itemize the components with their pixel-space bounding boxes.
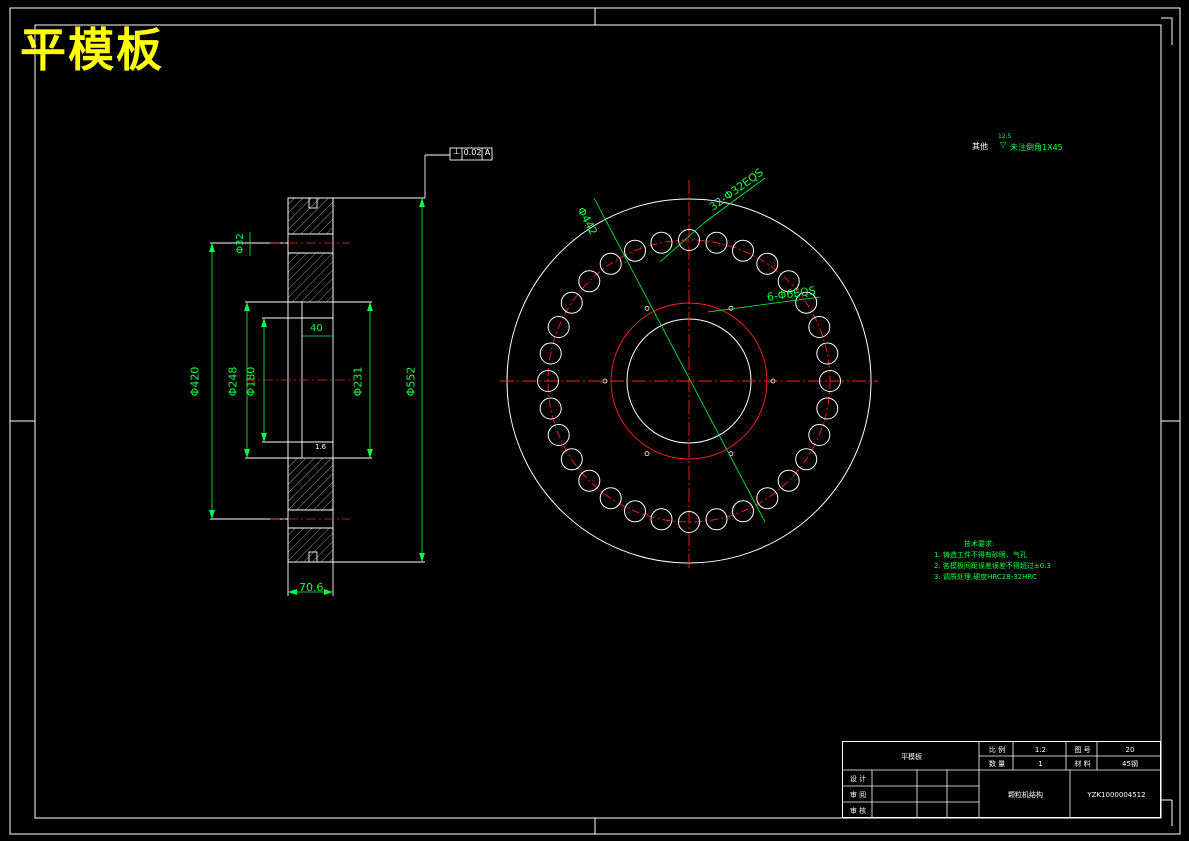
tb-part-name: 平模板	[901, 752, 922, 761]
bolt-hole	[578, 270, 601, 293]
tb-qty-value: 1	[1038, 760, 1043, 768]
small-hole	[728, 305, 734, 311]
bolt-hole	[624, 239, 646, 262]
bolt-hole	[539, 397, 562, 420]
drawing-title: 平模板	[20, 23, 164, 77]
bolt-hole	[756, 252, 779, 275]
roughness-symbol: ▽	[1000, 140, 1007, 149]
bolt-hole	[560, 448, 583, 471]
tb-material-value: 45钢	[1122, 760, 1138, 768]
tolerance-datum: A	[484, 148, 491, 157]
tb-material-label: 材 料	[1074, 760, 1091, 768]
bolt-hole	[650, 508, 673, 531]
frame	[9, 7, 1181, 835]
bolt-hole	[624, 500, 646, 523]
bolt-hole	[705, 231, 728, 254]
bolt-hole	[537, 370, 559, 392]
tech-title: 技术要求:	[964, 540, 995, 548]
dim-d32: Φ32	[234, 233, 246, 254]
dim-d248: Φ248	[226, 366, 240, 397]
dim-d420: Φ420	[188, 366, 202, 397]
bolt-hole	[808, 316, 831, 338]
small-hole	[602, 378, 608, 384]
section-view	[209, 147, 493, 596]
front-view	[500, 177, 878, 570]
small-hole	[644, 451, 650, 457]
small-hole	[644, 305, 650, 311]
tolerance-value: 0.02	[463, 148, 482, 157]
tb-drawing-no-label: 图 号	[1074, 745, 1091, 754]
bolt-hole	[650, 231, 673, 254]
bolt-hole	[819, 370, 841, 392]
bolt-hole	[560, 291, 583, 314]
dim-r16: 1.6	[315, 443, 327, 451]
bolt-hole	[599, 252, 622, 275]
tb-design-label: 设 计	[849, 775, 867, 783]
dim-d552: Φ552	[404, 366, 418, 397]
dim-w40: 40	[310, 323, 323, 334]
bolt-hole	[756, 487, 779, 510]
bolt-hole	[539, 342, 562, 365]
bolt-hole	[732, 500, 754, 523]
bolt-hole	[599, 487, 622, 510]
bolt-hole	[547, 424, 570, 446]
bolt-hole	[678, 229, 700, 251]
bolt-hole	[795, 291, 818, 314]
roughness-label: 其他	[972, 142, 988, 151]
tb-check-label: 审 阅	[849, 791, 867, 799]
bolt-hole	[816, 342, 839, 365]
dim-d180: Φ180	[244, 366, 258, 397]
roughness-value: 12.5	[998, 133, 1012, 140]
bolt-hole	[795, 448, 818, 471]
tech-item-2: 2. 各模板间距误差误差不得超过±0.3	[934, 562, 1051, 570]
bolt-hole	[705, 508, 728, 531]
tb-doc-code: YZK1000004512	[1087, 791, 1146, 799]
tb-approve-label: 审 核	[849, 807, 867, 815]
dim-w706: 70.6	[299, 581, 324, 594]
bolt-hole-ring	[537, 229, 841, 533]
bolt-hole	[808, 424, 831, 446]
bolt-hole	[777, 469, 800, 492]
tb-machine-name: 颗粒机结构	[1008, 791, 1043, 799]
bolt-hole	[816, 397, 839, 420]
tb-scale-value: 1:2	[1034, 745, 1047, 754]
dim-d231: Φ231	[351, 366, 365, 397]
tb-drawing-no-value: 20	[1125, 745, 1135, 754]
tolerance-symbol: ⊥	[452, 147, 461, 157]
small-hole	[770, 378, 776, 384]
tech-item-1: 1. 铸造工件不得有砂眼、气孔	[934, 551, 1027, 559]
bolt-hole	[578, 469, 601, 492]
bolt-hole	[777, 270, 800, 293]
tb-scale-label: 比 例	[988, 745, 1006, 754]
tech-item-3: 3. 调质处理,硬度HRC28-32HRC	[934, 573, 1037, 581]
bolt-hole	[678, 511, 700, 533]
small-hole-ring	[602, 305, 776, 457]
tb-qty-label: 数 量	[988, 760, 1006, 768]
bolt-hole	[732, 239, 754, 262]
bolt-hole	[547, 316, 570, 338]
roughness-note: 未注倒角1X45	[1010, 143, 1063, 152]
title-block: 平模板 比 例 1:2 图 号 20 数 量 1 材 料 45钢 设 计 审 阅…	[842, 741, 1161, 818]
